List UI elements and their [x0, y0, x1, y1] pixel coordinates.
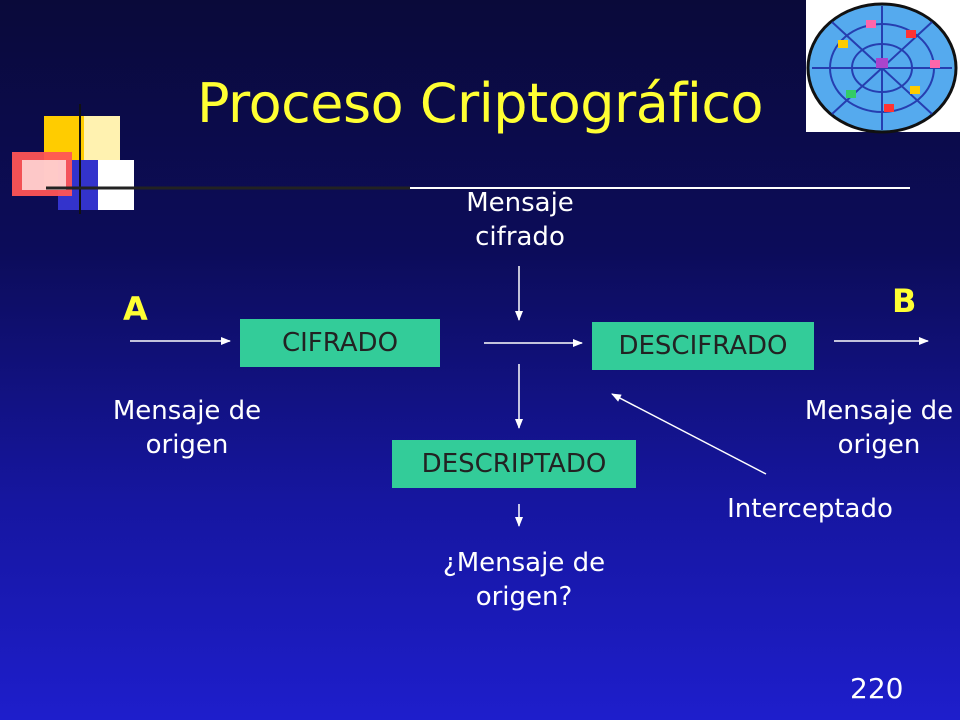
label-source-message-right: Mensaje de origen — [804, 396, 954, 460]
box-descifrado: DESCIFRADO — [592, 322, 814, 370]
label-intercepted: Interceptado — [727, 494, 893, 524]
page-number: 220 — [850, 672, 904, 705]
label-source-message-left: Mensaje de origen — [112, 396, 262, 460]
box-descriptado: DESCRIPTADO — [392, 440, 636, 488]
label-question-source: ¿Mensaje de origen? — [442, 548, 606, 612]
color-squares-decoration — [12, 104, 134, 214]
slide-title: Proceso Criptográfico — [196, 72, 764, 135]
web-network-globe-icon — [806, 0, 960, 134]
label-ciphered-message: Mensaje cifrado — [466, 188, 574, 252]
endpoint-a: A — [123, 290, 148, 328]
endpoint-b: B — [892, 282, 917, 320]
box-cifrado: CIFRADO — [240, 319, 440, 367]
arrow-intercepted — [611, 393, 767, 475]
